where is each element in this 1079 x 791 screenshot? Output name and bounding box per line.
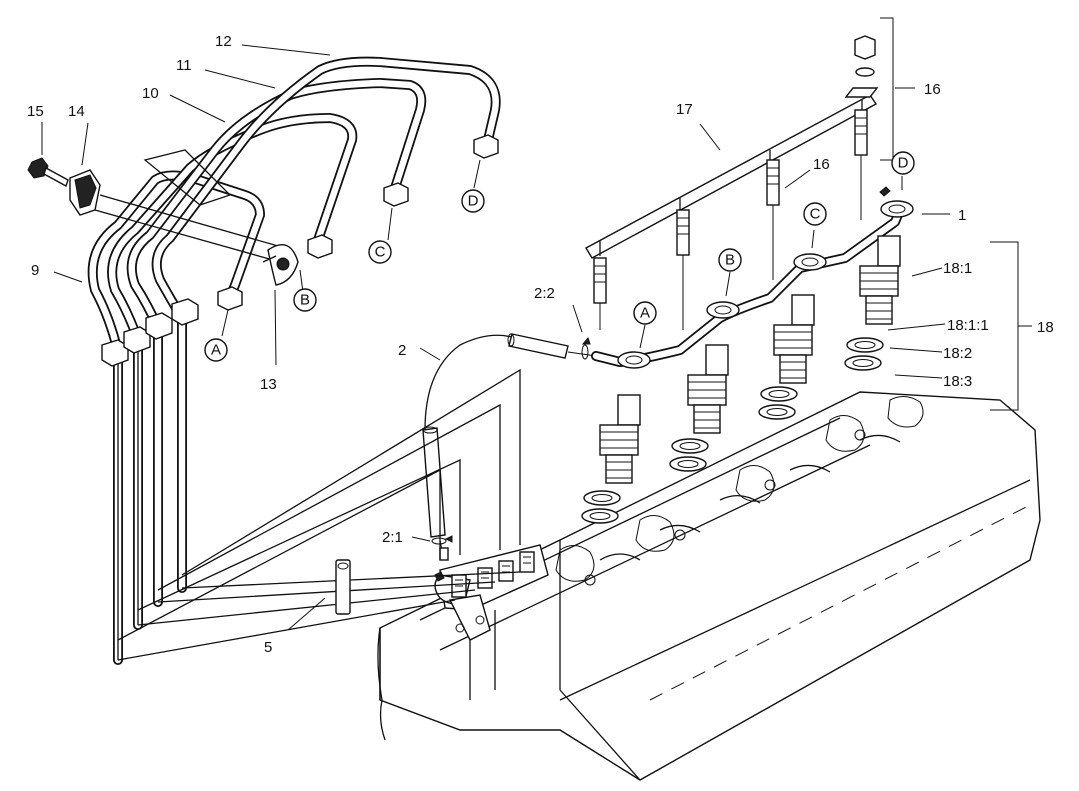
part-number-labels: 12 11 10 14 15 9 13 2 2:2 2:1 5 17 16 16…	[27, 33, 1054, 656]
label-part-16-glow-plug: 16	[813, 156, 830, 173]
label-part-13: 13	[260, 376, 277, 393]
label-part-14: 14	[68, 103, 85, 120]
glow-plugs	[593, 35, 879, 330]
hose-clamp-lower	[431, 535, 453, 545]
callout-left-d-letter: D	[468, 193, 479, 210]
label-part-18-3: 18:3	[943, 373, 972, 390]
label-part-10: 10	[142, 85, 159, 102]
leader-lines	[41, 44, 1032, 631]
glow-plug-bus-bar	[585, 94, 878, 259]
label-part-18-1: 18:1	[943, 260, 972, 277]
callout-left-a: A	[204, 338, 228, 362]
label-part-2: 2	[398, 342, 406, 359]
callout-right-c-letter: C	[810, 206, 821, 223]
callout-right-a-letter: A	[640, 305, 650, 322]
label-part-2-1: 2:1	[382, 529, 403, 546]
pipe-bracket-clamp	[69, 169, 101, 216]
pipe-clip	[262, 243, 299, 286]
pipe-nuts	[101, 134, 499, 367]
label-part-17: 17	[676, 101, 693, 118]
injector-3	[758, 294, 815, 420]
label-part-18-1-1: 18:1:1	[947, 317, 989, 334]
group-bracket-16	[880, 17, 894, 161]
label-part-15: 15	[27, 103, 44, 120]
injector-1	[581, 394, 641, 524]
bracket-bolt	[27, 157, 69, 188]
label-part-11: 11	[176, 57, 192, 74]
callout-right-d: D	[891, 151, 915, 175]
callout-right-a: A	[633, 301, 657, 325]
fuel-filter-stub	[335, 559, 351, 615]
callout-left-c: C	[368, 240, 392, 264]
callout-left-d: D	[461, 189, 485, 213]
label-part-9: 9	[31, 262, 39, 279]
callout-left-c-letter: C	[375, 244, 386, 261]
label-part-16-group: 16	[924, 81, 941, 98]
group-bracket-18	[990, 241, 1019, 411]
engine-block	[377, 391, 1041, 781]
leak-off-line	[591, 186, 914, 369]
hose-clamp-upper	[581, 336, 591, 360]
callout-right-b: B	[718, 248, 742, 272]
callout-left-a-letter: A	[211, 342, 221, 359]
pipe-bracket	[94, 149, 286, 263]
return-hose	[422, 333, 597, 561]
label-part-2-2: 2:2	[534, 285, 555, 302]
callout-left-b-letter: B	[300, 292, 310, 309]
callout-right-d-letter: D	[898, 155, 909, 172]
injector-4	[844, 235, 901, 371]
label-part-12: 12	[215, 33, 232, 50]
label-part-1: 1	[958, 207, 966, 224]
injector-2	[669, 344, 729, 472]
injector-pipes	[87, 56, 521, 665]
label-part-5: 5	[264, 639, 272, 656]
callout-right-c: C	[803, 202, 827, 226]
label-part-18-2: 18:2	[943, 345, 972, 362]
callout-right-b-letter: B	[725, 252, 735, 269]
label-part-18: 18	[1037, 319, 1054, 336]
callout-left-b: B	[293, 288, 317, 312]
